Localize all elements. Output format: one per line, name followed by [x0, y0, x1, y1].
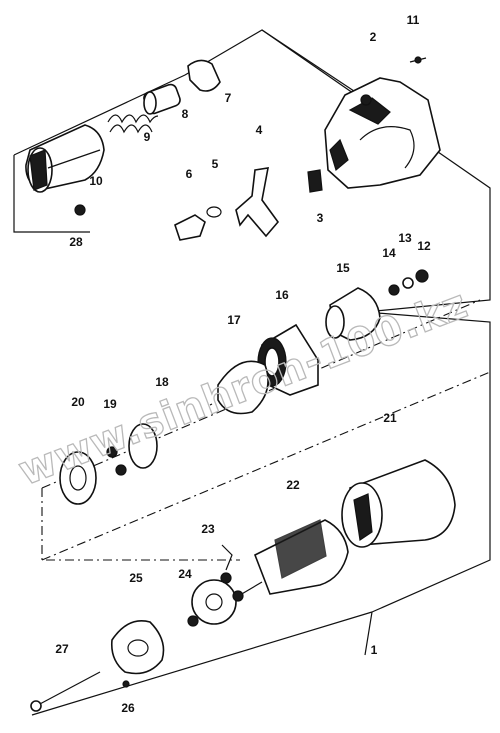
callout-labels: 1 2 3 4 5 6 7 8 9 10 11 12 13 14 15 16 1… — [55, 13, 431, 715]
callout-15: 15 — [336, 261, 350, 275]
yoke-field-frame — [341, 459, 456, 548]
callout-24: 24 — [178, 567, 192, 581]
callout-8: 8 — [182, 107, 189, 121]
callout-21: 21 — [383, 411, 397, 425]
callout-19: 19 — [103, 397, 117, 411]
callout-25: 25 — [129, 571, 143, 585]
plunger-and-spring — [107, 59, 221, 134]
armature — [239, 519, 349, 596]
callout-22: 22 — [286, 478, 300, 492]
callout-20: 20 — [71, 395, 85, 409]
callout-11: 11 — [407, 13, 420, 27]
callout-23: 23 — [201, 522, 215, 536]
callout-3: 3 — [317, 211, 324, 225]
planetary-shaft — [59, 403, 213, 505]
callout-27: 27 — [55, 642, 69, 656]
callout-5: 5 — [212, 157, 219, 171]
reduction-gear-housing — [217, 323, 319, 415]
callout-10: 10 — [89, 174, 103, 188]
callout-9: 9 — [144, 130, 151, 144]
callout-16: 16 — [275, 288, 289, 302]
callout-14: 14 — [382, 246, 396, 260]
callout-26: 26 — [121, 701, 135, 715]
callout-1: 1 — [371, 643, 378, 657]
brush-holder — [187, 544, 244, 627]
callout-28: 28 — [69, 235, 83, 249]
callout-17: 17 — [227, 313, 241, 327]
drive-housing — [324, 56, 441, 189]
callout-12: 12 — [417, 239, 431, 253]
watermark-text: www.sinhron-100.kz — [13, 281, 475, 495]
callout-18: 18 — [155, 375, 169, 389]
end-frame — [30, 620, 165, 712]
shift-lever-parts — [74, 167, 323, 241]
solenoid-switch — [25, 124, 105, 193]
callout-6: 6 — [186, 167, 193, 181]
callout-4: 4 — [256, 123, 263, 137]
overrunning-clutch — [325, 269, 429, 341]
callout-7: 7 — [225, 91, 232, 105]
callout-13: 13 — [398, 231, 412, 245]
callout-2: 2 — [370, 30, 377, 44]
